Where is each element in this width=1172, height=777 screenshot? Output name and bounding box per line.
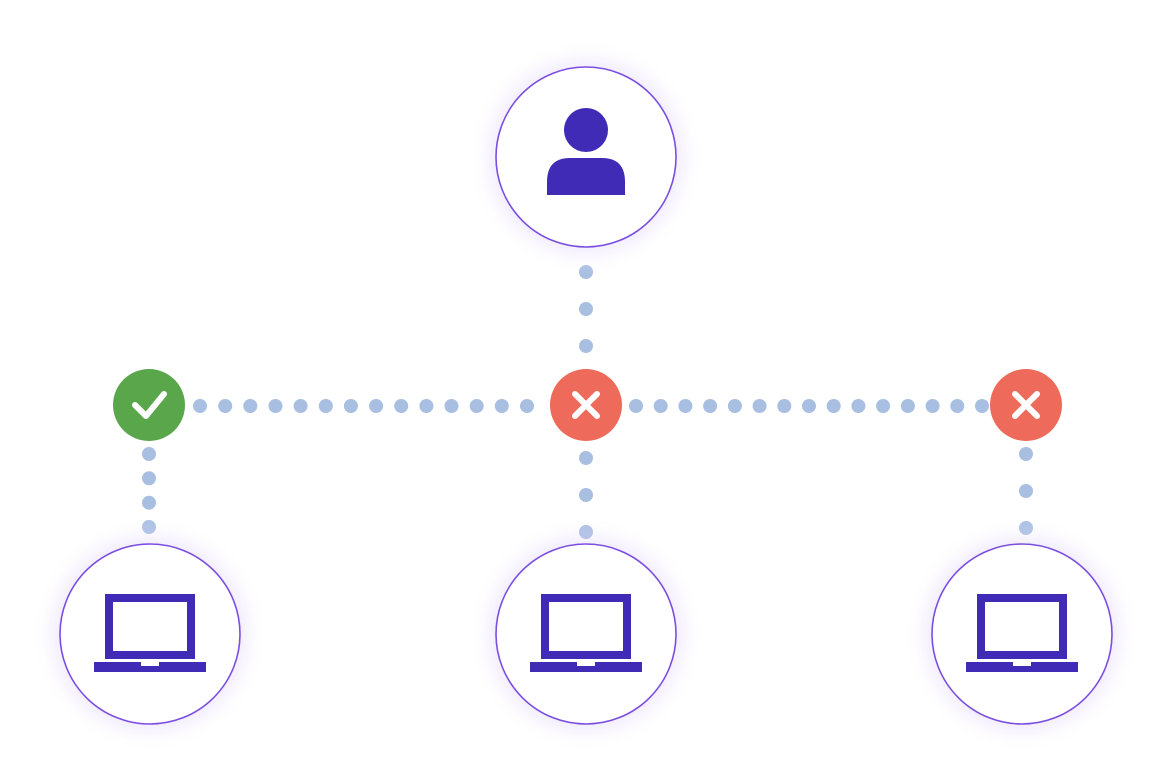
connector-dot [444, 399, 459, 413]
connector-dot [653, 399, 668, 413]
connector-dot [629, 399, 643, 413]
connector-dot [579, 488, 593, 502]
device-node-3 [904, 516, 1140, 752]
close-icon [1012, 391, 1040, 419]
connector-dot [1019, 447, 1033, 461]
status-badge-blocked [550, 369, 622, 441]
connector-dot [469, 399, 484, 413]
laptop-icon [530, 594, 642, 672]
connector-dot [343, 399, 358, 413]
connector-dot [579, 451, 593, 465]
connector-dot [293, 399, 308, 413]
connector-dot [142, 495, 156, 510]
connector-dot [494, 399, 509, 413]
device-node-circle [495, 543, 677, 725]
connector-dot [579, 302, 593, 316]
connector-dot [975, 399, 989, 413]
user-icon [547, 108, 625, 195]
device-node-1 [32, 516, 268, 752]
connector-dot [802, 399, 816, 413]
user-node [468, 39, 704, 275]
user-node-circle [495, 66, 677, 248]
connector-lines [142, 265, 1033, 539]
connector-dot [268, 399, 283, 413]
connector-dot [193, 399, 207, 413]
connector-dot [826, 399, 841, 413]
connector-dot [703, 399, 718, 413]
laptop-icon [966, 594, 1078, 672]
connector-dot [1019, 484, 1033, 498]
laptop-icon [94, 594, 206, 672]
connector-dot [851, 399, 866, 413]
connector-dot [900, 399, 915, 413]
connector-dot [369, 399, 384, 413]
connector-dot [579, 339, 593, 353]
connector-dot [777, 399, 792, 413]
connector-dot [318, 399, 333, 413]
connector-dot [950, 399, 965, 413]
connector-dot [876, 399, 891, 413]
device-node-2 [468, 516, 704, 752]
device-node-circle [931, 543, 1113, 725]
connector-dot [727, 399, 742, 413]
connector-dot [218, 399, 233, 413]
status-badge-allowed [113, 369, 185, 441]
connector-dot [142, 447, 156, 461]
connector-dot [419, 399, 434, 413]
device-node-circle [59, 543, 241, 725]
connector-dot [752, 399, 767, 413]
close-icon [572, 391, 600, 419]
connector-dot [394, 399, 409, 413]
status-badge-blocked [990, 369, 1062, 441]
connector-dot [520, 399, 534, 413]
status-badge-circle [113, 369, 185, 441]
connector-dot [925, 399, 940, 413]
connector-dot [243, 399, 258, 413]
connector-dot [142, 471, 156, 486]
connector-dot [678, 399, 693, 413]
check-icon [132, 391, 167, 419]
